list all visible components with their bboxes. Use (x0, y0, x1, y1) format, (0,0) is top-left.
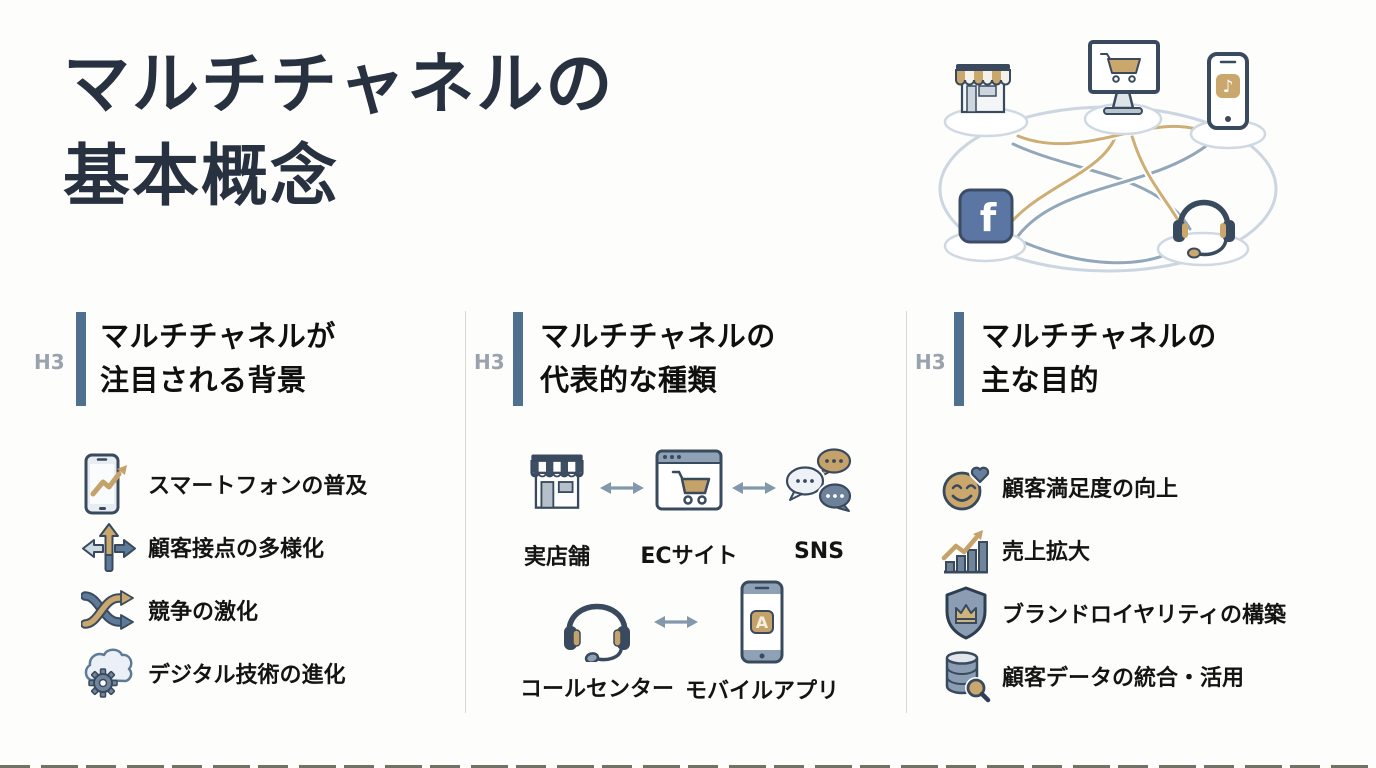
col3-heading-line2: 主な目的 (981, 363, 1100, 397)
h3-tag-col1: H3 (34, 350, 65, 374)
heading-bar-col3 (954, 312, 964, 406)
list-item-label: ブランドロイヤリティの構築 (1002, 602, 1287, 628)
list-item-label: 競争の激化 (148, 599, 259, 625)
facebook-node: f (958, 188, 1014, 244)
app-store-glyph: A (756, 613, 769, 632)
branching-arrows-icon (80, 521, 138, 573)
list-item: 顧客接点の多様化 (80, 515, 367, 578)
list-item: 顧客データの統合・活用 (940, 644, 1286, 707)
channel-label: モバイルアプリ (685, 679, 840, 704)
bottom-cropped-content (0, 765, 1376, 768)
smiley-heart-icon (940, 460, 992, 514)
col1-heading: マルチチャネルが 注目される背景 (100, 314, 336, 402)
bidirectional-arrow-icon (732, 479, 776, 497)
h3-tag-col2: H3 (474, 350, 505, 374)
channel-label: コールセンター (520, 677, 675, 702)
col2-heading: マルチチャネルの 代表的な種類 (540, 314, 776, 402)
channel-label: SNS (793, 539, 845, 564)
channel-label: 実店舗 (523, 545, 590, 570)
page-title: マルチチャネルの 基本概念 (63, 38, 614, 222)
shield-crown-icon (940, 585, 992, 641)
list-item: デジタル技術の進化 (80, 641, 367, 704)
ec-monitor-node (1088, 40, 1160, 115)
sales-growth-icon (940, 524, 992, 576)
cloud-gear-icon (80, 645, 138, 701)
channel-mobile-app: A モバイルアプリ (685, 580, 840, 705)
call-center-headset-icon (559, 586, 635, 662)
database-search-icon (940, 648, 992, 704)
col1-heading-line2: 注目される背景 (100, 363, 307, 397)
channel-ec-site: ECサイト (640, 449, 738, 570)
list-item: 競争の激化 (80, 578, 367, 641)
headset-node (1173, 199, 1235, 259)
page-title-line1: マルチチャネルの (63, 44, 615, 123)
list-item: スマートフォンの普及 (80, 452, 367, 515)
list-item: 売上拡大 (940, 518, 1286, 581)
heading-bar-col2 (513, 312, 523, 406)
col2-heading-line2: 代表的な種類 (540, 363, 718, 397)
h3-tag-col3: H3 (915, 350, 946, 374)
heading-bar-col1 (76, 312, 86, 406)
list-item-label: 売上拡大 (1002, 539, 1091, 565)
bidirectional-arrow-icon (653, 613, 699, 631)
storefront-node (955, 64, 1011, 114)
storefront-icon (524, 452, 590, 512)
col3-heading: マルチチャネルの 主な目的 (981, 314, 1217, 402)
bidirectional-arrow-icon (600, 479, 644, 497)
list-item: 顧客満足度の向上 (940, 455, 1286, 518)
mobile-app-icon: A (740, 580, 784, 664)
purposes-list: 顧客満足度の向上 売上拡大 (940, 455, 1286, 707)
multichannel-network-illustration: ♪ f (918, 24, 1298, 284)
music-note-glyph: ♪ (1223, 77, 1234, 97)
list-item: ブランドロイヤリティの構築 (940, 581, 1286, 644)
list-item-label: 顧客データの統合・活用 (1002, 665, 1245, 691)
music-app-phone-node: ♪ (1207, 52, 1249, 130)
sns-chat-icon (782, 446, 856, 512)
ec-site-icon (655, 449, 723, 511)
column-divider-2 (906, 311, 907, 713)
channel-call-center: コールセンター (520, 586, 675, 703)
crossing-arrows-icon (80, 588, 138, 632)
list-item-label: 顧客満足度の向上 (1002, 476, 1179, 502)
network-canvas: ♪ f (938, 40, 1278, 273)
page-title-line2: 基本概念 (63, 136, 339, 215)
column-divider-1 (465, 311, 466, 713)
col2-heading-line1: マルチチャネルの (540, 319, 776, 353)
col1-heading-line1: マルチチャネルが (100, 319, 336, 353)
col3-heading-line1: マルチチャネルの (981, 319, 1217, 353)
smartphone-growth-icon (80, 452, 138, 516)
facebook-letter-glyph: f (980, 196, 997, 240)
channel-sns: SNS (775, 446, 863, 564)
list-item-label: スマートフォンの普及 (148, 473, 368, 499)
list-item-label: デジタル技術の進化 (148, 662, 346, 688)
background-factors-list: スマートフォンの普及 顧客接点の多様化 (80, 452, 367, 704)
list-item-label: 顧客接点の多様化 (148, 536, 325, 562)
channel-label: ECサイト (640, 544, 738, 569)
channel-store: 実店舗 (513, 452, 601, 571)
